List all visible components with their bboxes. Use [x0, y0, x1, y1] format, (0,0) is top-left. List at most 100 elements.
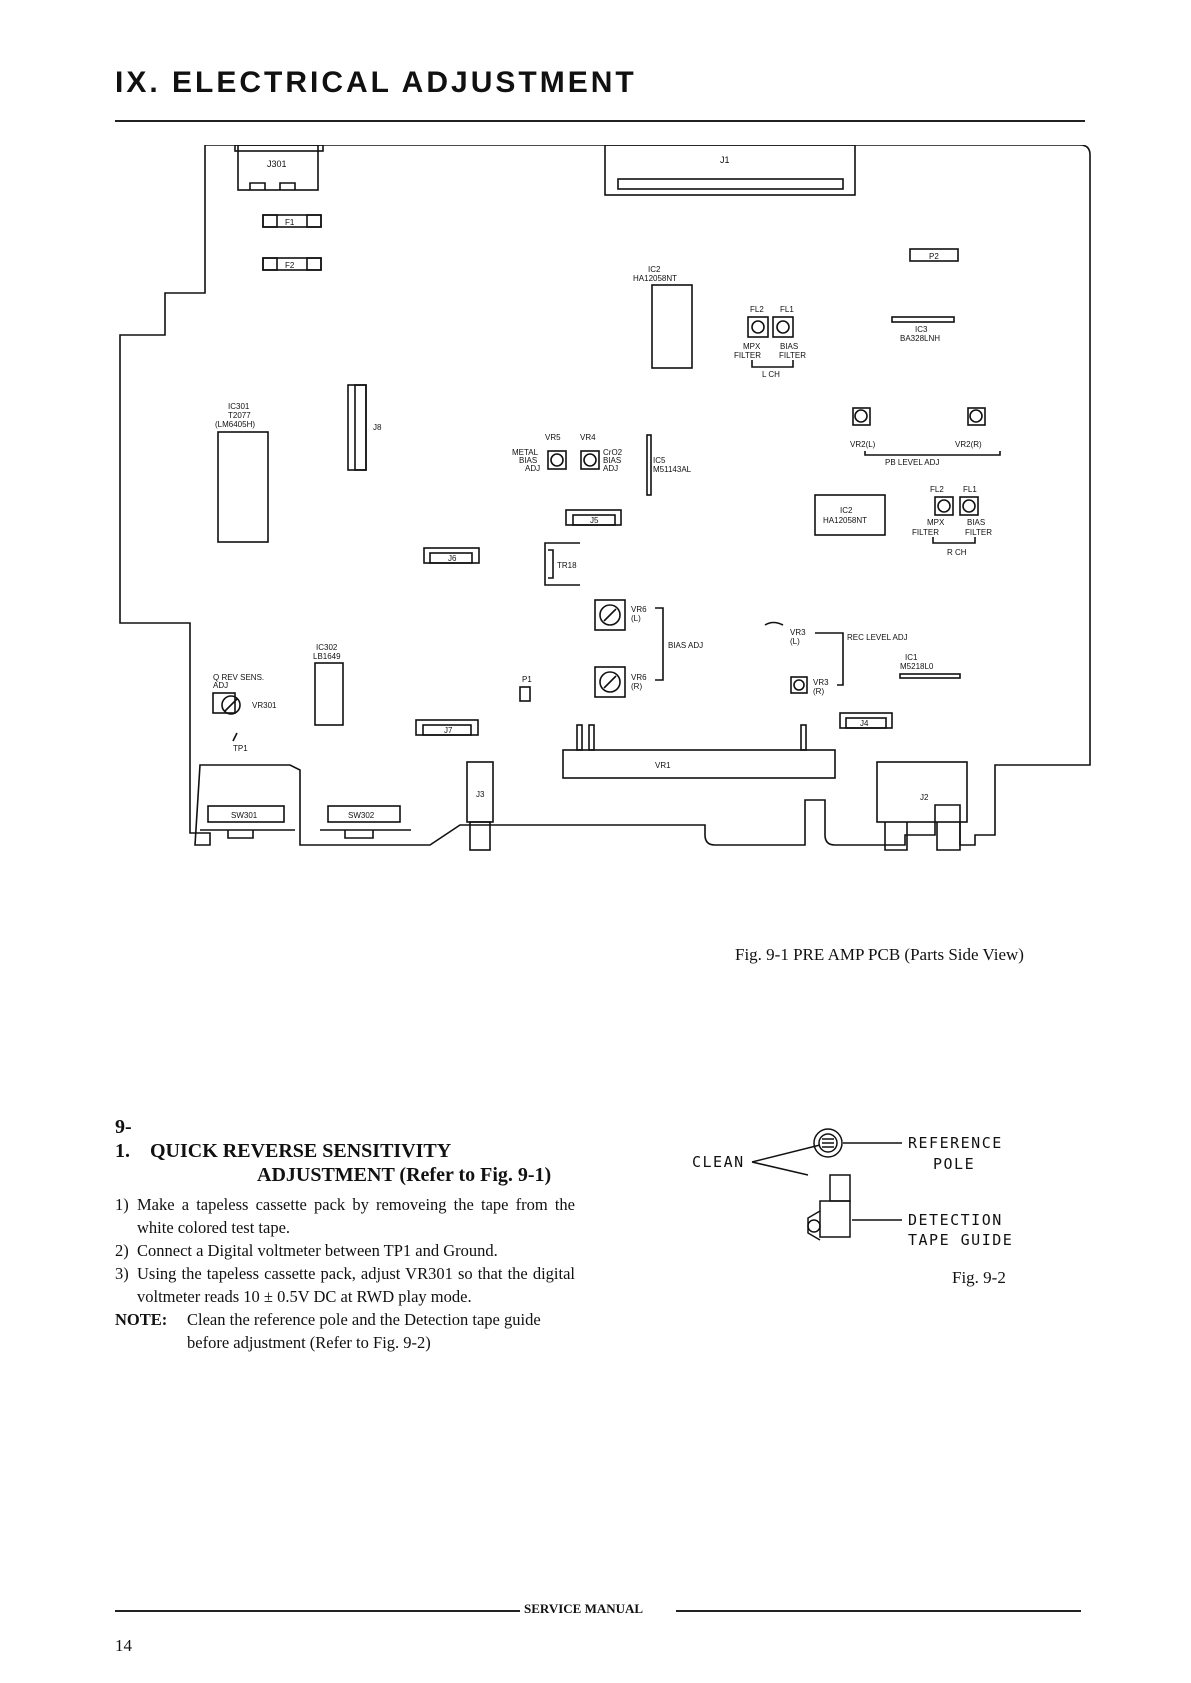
trimmer-vr301 [212, 692, 236, 714]
label-vr4: VR4 [580, 433, 596, 442]
trimmer-vr6-r [594, 666, 626, 698]
label-j6: J6 [448, 554, 457, 563]
ic3-chip [891, 316, 955, 323]
connector-p2 [909, 248, 959, 262]
switch-sw302 [327, 805, 401, 823]
label-q-adj: ADJ [213, 681, 228, 690]
label-j4: J4 [860, 719, 869, 728]
label-vr2-l: VR2(L) [850, 440, 876, 449]
footer-label: SERVICE MANUAL [524, 1601, 644, 1616]
label-fl1-r: FL1 [963, 485, 977, 494]
note-text: Clean the reference pole and the Detecti… [187, 1310, 541, 1352]
label-ic2-top: IC2 [648, 265, 661, 274]
test-point-p1 [519, 686, 531, 702]
label-sw302: SW302 [348, 811, 375, 820]
filter-fl2-r [934, 496, 954, 516]
step-number: 3) [115, 1264, 129, 1283]
label-filter-bias-r: FILTER [965, 528, 992, 537]
slider-vr1 [562, 749, 836, 779]
label-j8: J8 [373, 423, 382, 432]
label-filter-mpx-l: FILTER [734, 351, 761, 360]
label-f1: F1 [285, 218, 295, 227]
label-tape-guide: TAPE GUIDE [908, 1231, 1013, 1249]
label-p2: P2 [929, 252, 939, 261]
label-r-ch: R CH [947, 548, 967, 557]
filter-fl1-r [959, 496, 979, 516]
ic1-chip [899, 673, 961, 679]
label-tr18: TR18 [557, 561, 577, 570]
trimmer-vr2-l [852, 407, 871, 426]
label-ic1: IC1 [905, 653, 918, 662]
title-rule [115, 120, 1085, 122]
label-filter-bias-l: FILTER [779, 351, 806, 360]
pcb-diagram: J301 J1 F1 F2 P2 IC2 HA12058NT FL2 FL1 M… [119, 145, 1091, 851]
step-number: 2) [115, 1241, 129, 1260]
filter-fl1-l [772, 316, 794, 338]
section-heading-line2: ADJUSTMENT (Refer to Fig. 9-1) [257, 1164, 552, 1186]
j301-connector [237, 145, 319, 191]
label-bias-l: BIAS [780, 342, 798, 351]
label-cro2-bias: BIAS [603, 456, 621, 465]
label-mpx-l: MPX [743, 342, 761, 351]
label-vr3-l: VR3 [790, 628, 806, 637]
label-ic301-alt: (LM6405H) [215, 420, 255, 429]
label-cro2-adj: ADJ [603, 464, 618, 473]
label-f2: F2 [285, 261, 295, 270]
reference-pole-icon [813, 1128, 843, 1158]
label-vr3-l-sub: (L) [790, 637, 800, 646]
label-p1: P1 [522, 675, 532, 684]
page-title: IX. ELECTRICAL ADJUSTMENT [115, 66, 637, 99]
label-tp1: TP1 [233, 744, 248, 753]
label-ic2-top-part: HA12058NT [633, 274, 677, 283]
step-1: 1)Make a tapeless cassette pack by remov… [115, 1193, 575, 1239]
label-vr6-r-sub: (R) [631, 682, 642, 691]
ic5-chip [646, 434, 652, 496]
section-heading: 9-1. QUICK REVERSE SENSITIVITY ADJUSTMEN… [115, 1115, 575, 1187]
step-2: 2)Connect a Digital voltmeter between TP… [115, 1239, 575, 1262]
ic2-r-chip [814, 494, 886, 536]
label-ic301-part: T2077 [228, 411, 251, 420]
connector-j8 [347, 384, 367, 471]
section-number: 9-1. [115, 1116, 132, 1162]
label-vr6-l: VR6 [631, 605, 647, 614]
label-mpx-r: MPX [927, 518, 945, 527]
label-j5: J5 [590, 516, 599, 525]
label-j301: J301 [267, 159, 287, 169]
label-j2: J2 [920, 793, 929, 802]
trimmer-vr4 [580, 450, 600, 470]
label-fl2-l: FL2 [750, 305, 764, 314]
label-ic2-r: IC2 [840, 506, 853, 515]
label-metal-bias: BIAS [519, 456, 537, 465]
filter-fl2-l [747, 316, 769, 338]
section-9-1: 9-1. QUICK REVERSE SENSITIVITY ADJUSTMEN… [115, 1115, 575, 1354]
ic2-top-chip [651, 284, 693, 369]
label-bias-adj: BIAS ADJ [668, 641, 703, 650]
label-ic301: IC301 [228, 402, 250, 411]
label-ic1-part: M5218L0 [900, 662, 934, 671]
switch-sw301 [207, 805, 285, 823]
label-vr6-r: VR6 [631, 673, 647, 682]
label-vr301: VR301 [252, 701, 277, 710]
label-q-rev-sens: Q REV SENS. [213, 673, 264, 682]
detection-tape-guide-icon [807, 1174, 851, 1241]
label-vr6-l-sub: (L) [631, 614, 641, 623]
label-j7: J7 [444, 726, 453, 735]
pcb-outline [119, 145, 1091, 846]
label-fl2-r: FL2 [930, 485, 944, 494]
label-reference: REFERENCE [908, 1134, 1003, 1152]
label-vr2-r: VR2(R) [955, 440, 982, 449]
trimmer-vr5 [547, 450, 567, 470]
footer-rule-left [115, 1610, 520, 1612]
page-number: 14 [115, 1636, 132, 1655]
label-ic3: IC3 [915, 325, 928, 334]
label-pb-level-adj: PB LEVEL ADJ [885, 458, 939, 467]
label-cro2: CrO2 [603, 448, 623, 457]
label-metal-adj: ADJ [525, 464, 540, 473]
label-detection: DETECTION [908, 1211, 1003, 1229]
label-fl1-l: FL1 [780, 305, 794, 314]
label-vr5: VR5 [545, 433, 561, 442]
label-ic302-part: LB1649 [313, 652, 341, 661]
label-l-ch: L CH [762, 370, 780, 379]
ic301-chip [217, 431, 269, 543]
trimmer-vr2-r [967, 407, 986, 426]
